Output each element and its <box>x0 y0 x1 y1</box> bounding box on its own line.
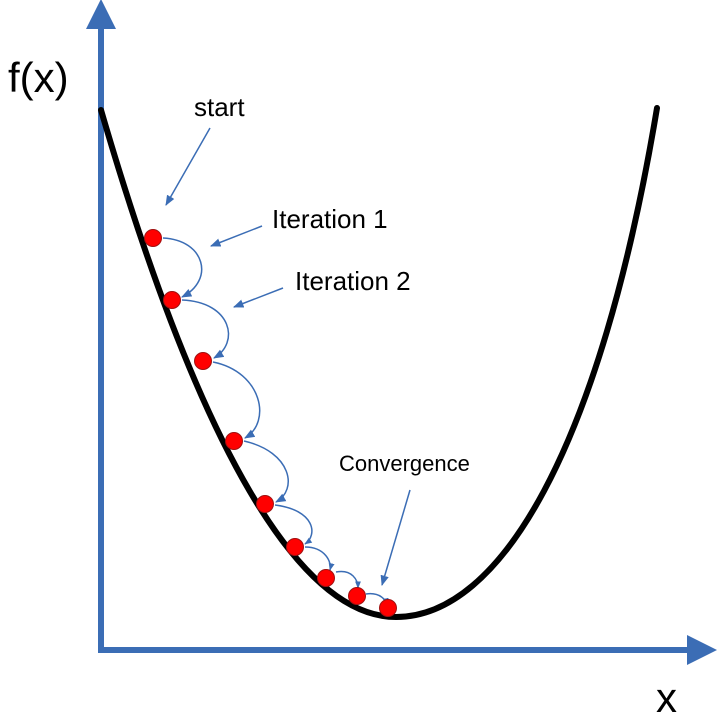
step-arrow <box>162 237 203 298</box>
x-axis-label: x <box>656 674 677 721</box>
iteration-1-label: Iteration 1 <box>272 204 388 234</box>
iteration-points <box>144 229 397 617</box>
iteration-2-pointer <box>233 287 284 308</box>
iteration-point <box>379 599 397 617</box>
convergence-pointer <box>380 489 411 587</box>
step-arrow <box>243 440 289 503</box>
iteration-1-pointer <box>210 225 263 247</box>
start-pointer <box>165 127 211 206</box>
iteration-point <box>144 229 162 247</box>
iteration-2-label: Iteration 2 <box>295 266 411 296</box>
step-arrow <box>181 299 230 359</box>
iteration-step-arrows <box>162 237 389 606</box>
step-arrow <box>212 361 261 439</box>
annotation-arrows <box>165 127 411 587</box>
y-axis-label: f(x) <box>8 54 69 101</box>
iteration-point <box>317 569 335 587</box>
step-arrow <box>335 570 361 589</box>
iteration-point <box>348 587 366 605</box>
iteration-point <box>225 432 243 450</box>
iteration-point <box>163 291 181 309</box>
step-arrow <box>274 504 313 545</box>
step-arrow <box>304 546 335 571</box>
cost-curve <box>98 105 660 621</box>
iteration-point <box>286 538 304 556</box>
iteration-point <box>194 352 212 370</box>
iteration-point <box>256 495 274 513</box>
start-label: start <box>194 92 245 122</box>
convergence-label: Convergence <box>339 451 470 476</box>
